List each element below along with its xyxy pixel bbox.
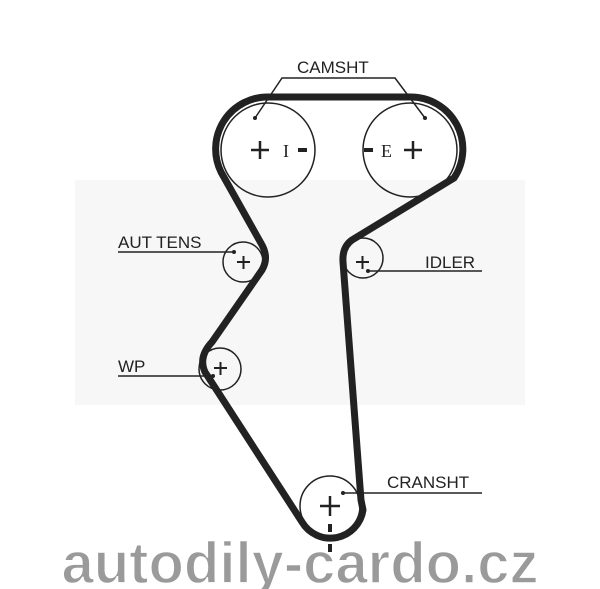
center-marks xyxy=(214,141,422,516)
exhaust-center-plus-icon xyxy=(404,141,422,159)
exhaust-mark: E xyxy=(381,141,392,161)
timing-marks xyxy=(298,148,373,552)
leader-lines xyxy=(118,77,482,494)
crank-center-plus-icon xyxy=(320,496,340,516)
intake-mark: I xyxy=(283,141,289,161)
exhaust-cam-pulley xyxy=(362,102,458,198)
intake-cam-pulley xyxy=(220,102,316,198)
label-water-pump: WP xyxy=(118,357,145,376)
intake-center-plus-icon xyxy=(251,141,269,159)
label-auto-tensioner: AUT TENS xyxy=(118,233,201,252)
label-crankshaft: CRANSHT xyxy=(387,473,469,492)
tensioner-center-plus-icon xyxy=(237,256,250,269)
watermark: autodily-cardo.cz xyxy=(62,531,539,589)
watermark-band xyxy=(75,180,525,405)
timing-belt xyxy=(199,93,467,542)
idler-center-plus-icon xyxy=(356,256,369,269)
wp-center-plus-icon xyxy=(214,362,227,375)
label-idler: IDLER xyxy=(425,253,475,272)
label-camshaft: CAMSHT xyxy=(297,58,369,77)
